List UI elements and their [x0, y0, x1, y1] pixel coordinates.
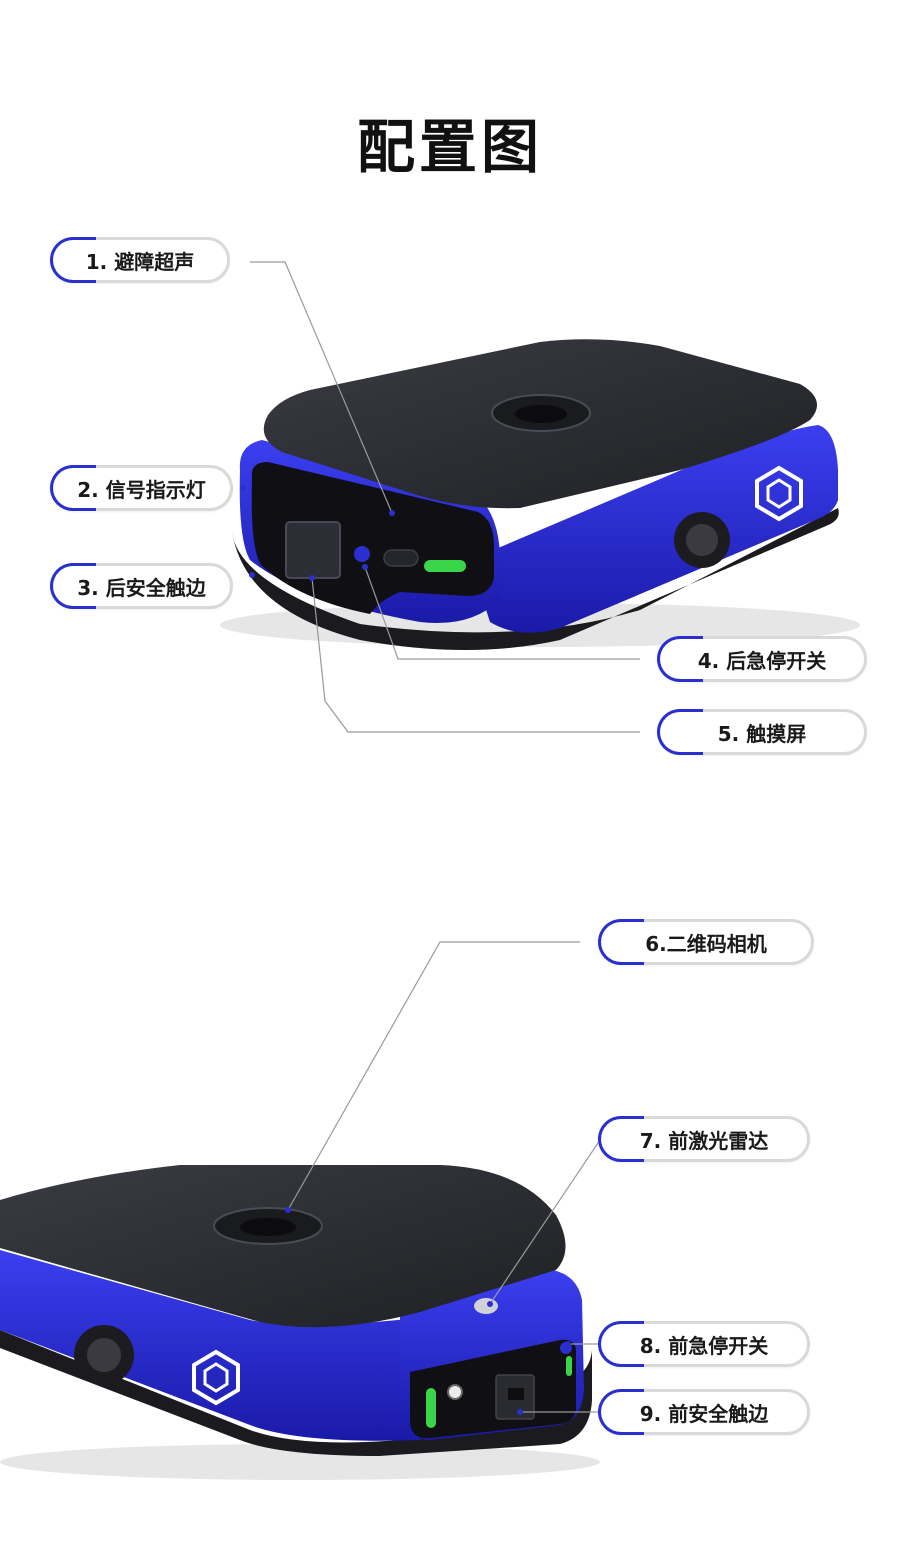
callout-front-estop: 8. 前急停开关 — [598, 1321, 810, 1367]
callout-label: 1. 避障超声 — [85, 249, 195, 274]
robot-front-shadow — [0, 1444, 600, 1480]
callout-dots-bottom — [285, 1207, 571, 1415]
top-plate-front — [0, 1165, 566, 1328]
callout-label: 9. 前安全触边 — [639, 1401, 769, 1426]
brand-logo-front — [192, 1349, 240, 1406]
callout-label: 3. 后安全触边 — [77, 575, 206, 600]
callout-line-6 — [287, 941, 580, 1211]
callout-dot-5 — [309, 575, 315, 581]
callout-signal-indicator: 2. 信号指示灯 — [50, 465, 233, 511]
robot-rear-view — [220, 339, 860, 650]
callout-ultrasonic-obstacle: 1. 避障超声 — [50, 237, 230, 283]
front-indicator-light — [426, 1388, 436, 1428]
callout-line-1 — [250, 261, 393, 514]
callout-line-7 — [489, 1139, 601, 1305]
callout-label: 6.二维码相机 — [645, 931, 767, 956]
callout-rear-estop: 4. 后急停开关 — [657, 636, 867, 682]
callout-qr-camera: 6.二维码相机 — [598, 919, 814, 965]
rear-indicator-light — [424, 560, 466, 572]
callout-dot-6 — [285, 1207, 291, 1213]
front-button — [447, 1384, 463, 1400]
front-lidar-sensor — [474, 1298, 498, 1314]
rear-estop-switch — [352, 544, 372, 564]
callout-line-5 — [311, 577, 640, 733]
robot-front-base — [0, 1330, 592, 1456]
robot-front-body-side — [0, 1250, 420, 1441]
rear-button-slot — [383, 549, 419, 567]
callout-label: 4. 后急停开关 — [697, 648, 827, 673]
callout-dot-3 — [249, 572, 255, 578]
robot-rear-body-side — [470, 425, 838, 633]
callout-label: 5. 触摸屏 — [717, 721, 807, 746]
callout-dot-9 — [517, 1409, 523, 1415]
callout-line-4 — [364, 566, 640, 660]
front-side-light — [566, 1356, 572, 1376]
callout-front-lidar: 7. 前激光雷达 — [598, 1116, 810, 1162]
callout-label: 2. 信号指示灯 — [77, 477, 206, 502]
callout-dot-2 — [240, 485, 246, 491]
brand-logo-rear — [755, 465, 803, 522]
page-title: 配置图 — [356, 113, 543, 181]
callout-dot-8 — [565, 1341, 571, 1347]
callout-lines-bottom — [287, 941, 601, 1413]
callout-front-safety-edge: 9. 前安全触边 — [598, 1389, 810, 1435]
callout-dot-7 — [487, 1301, 493, 1307]
callout-dot-1 — [389, 510, 395, 516]
callout-lines-top — [250, 261, 640, 733]
robot-front-view — [0, 1165, 600, 1480]
callout-dot-4 — [362, 564, 368, 570]
callout-touch-screen: 5. 触摸屏 — [657, 709, 867, 755]
touch-screen — [285, 521, 341, 579]
callout-label: 7. 前激光雷达 — [639, 1128, 769, 1153]
callout-label: 8. 前急停开关 — [639, 1333, 769, 1358]
callout-rear-safety-edge: 3. 后安全触边 — [50, 563, 233, 609]
callout-dots-top — [240, 485, 395, 581]
